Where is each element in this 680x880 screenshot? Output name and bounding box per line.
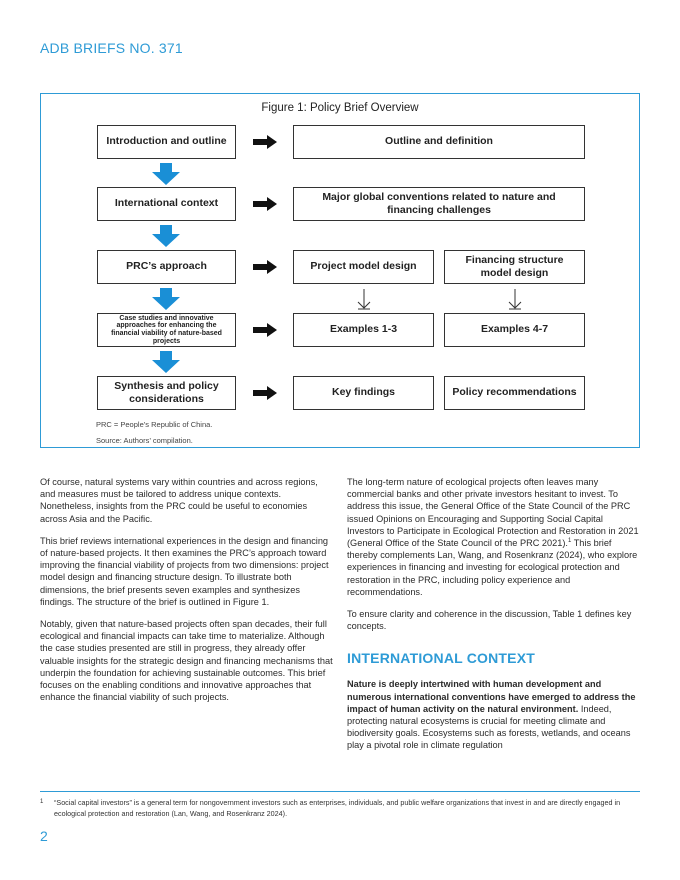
right-arrow-icon xyxy=(253,135,277,149)
right-arrow-icon xyxy=(253,386,277,400)
flow-box-synthesis: Synthesis and policy considerations xyxy=(97,376,236,410)
figure-notes: PRC = People’s Republic of China. Source… xyxy=(96,417,212,449)
thin-down-arrow-icon xyxy=(357,289,371,310)
body-paragraph: This brief reviews international experie… xyxy=(40,535,329,607)
figure-note-source: Source: Authors’ compilation. xyxy=(96,436,193,445)
thin-down-arrow-icon xyxy=(508,289,522,310)
section-heading: INTERNATIONAL CONTEXT xyxy=(347,650,536,667)
down-arrow-icon xyxy=(152,288,180,310)
flow-box-international-context: International context xyxy=(97,187,236,221)
down-arrow-icon xyxy=(152,351,180,373)
body-paragraph: Of course, natural systems vary within c… xyxy=(40,477,318,524)
footnote-number: 1 xyxy=(40,799,44,805)
paragraph-text: Indeed, protecting natural ecosystems is… xyxy=(347,703,631,751)
left-column: Of course, natural systems vary within c… xyxy=(40,476,335,713)
page-number: 2 xyxy=(40,828,48,844)
body-paragraph: To ensure clarity and coherence in the d… xyxy=(347,609,632,632)
flow-box-project-model-design: Project model design xyxy=(293,250,434,284)
flow-box-case-studies: Case studies and innovative approaches f… xyxy=(97,313,236,347)
right-arrow-icon xyxy=(253,260,277,274)
body-paragraph: The long-term nature of ecological proje… xyxy=(347,476,642,598)
figure-1: Figure 1: Policy Brief Overview Introduc… xyxy=(40,93,640,448)
flow-box-outline-definition: Outline and definition xyxy=(293,125,585,159)
flow-box-policy-recommendations: Policy recommendations xyxy=(444,376,585,410)
flow-box-introduction: Introduction and outline xyxy=(97,125,236,159)
footnote-marker[interactable]: 1 xyxy=(567,537,572,544)
footnote: 1 “Social capital investors” is a genera… xyxy=(40,797,640,819)
right-arrow-icon xyxy=(253,197,277,211)
right-arrow-icon xyxy=(253,323,277,337)
flow-box-examples-4-7: Examples 4-7 xyxy=(444,313,585,347)
flow-box-examples-1-3: Examples 1-3 xyxy=(293,313,434,347)
right-column: The long-term nature of ecological proje… xyxy=(347,476,642,762)
figure-title: Figure 1: Policy Brief Overview xyxy=(261,102,419,114)
flow-box-key-findings: Key findings xyxy=(293,376,434,410)
publication-header: ADB BRIEFS NO. 371 xyxy=(40,40,183,56)
paragraph-text: The long-term nature of ecological proje… xyxy=(347,477,639,549)
flow-box-global-conventions: Major global conventions related to natu… xyxy=(293,187,585,221)
figure-note-abbreviation: PRC = People’s Republic of China. xyxy=(96,420,213,429)
down-arrow-icon xyxy=(152,163,180,185)
body-paragraph: Notably, given that nature-based project… xyxy=(40,619,333,703)
down-arrow-icon xyxy=(152,225,180,247)
body-paragraph: Nature is deeply intertwined with human … xyxy=(347,678,642,751)
footnote-text: “Social capital investors” is a general … xyxy=(54,798,621,818)
paragraph-text: This brief thereby complements Lan, Wang… xyxy=(347,538,638,597)
lead-sentence: Nature is deeply intertwined with human … xyxy=(347,679,636,714)
flow-box-prc-approach: PRC’s approach xyxy=(97,250,236,284)
footnote-divider xyxy=(40,791,640,792)
flow-box-financing-structure: Financing structure model design xyxy=(444,250,585,284)
